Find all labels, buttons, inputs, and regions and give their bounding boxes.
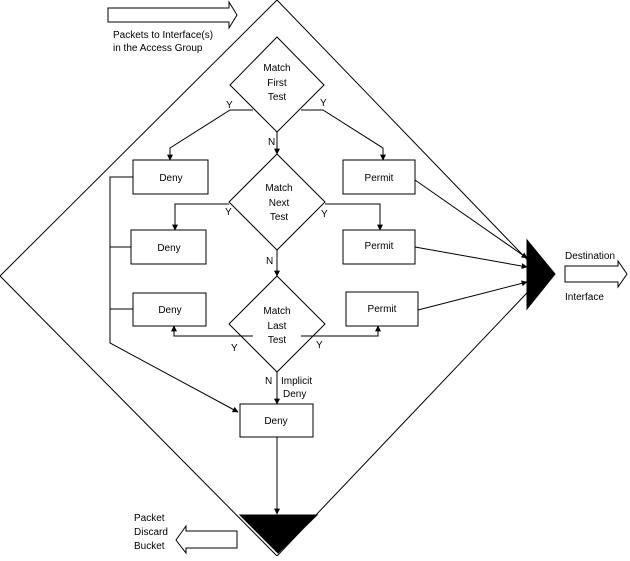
deny-final-box: [239, 403, 314, 438]
permit-box-3: [345, 291, 419, 327]
decision-last-line2: Last: [268, 321, 287, 332]
decision-next-line1: Match: [265, 183, 292, 194]
flow-permit-1-to-destination: [414, 179, 528, 259]
flow-permit-2-to-destination: [414, 246, 528, 270]
deny-box-3: [132, 292, 207, 327]
yes-label-next-left: Y: [225, 207, 232, 218]
flow-permit-3-to-destination: [417, 280, 528, 311]
decision-first-line3: Test: [268, 92, 287, 103]
permit-box-2-label: Permit: [365, 241, 394, 252]
decision-first-line1: Match: [263, 63, 290, 74]
flow-last-to-deny-3: [171, 325, 253, 337]
flow-first-to-permit-1: [301, 109, 386, 161]
permit-box-1: [342, 159, 416, 195]
implicit-deny-line2: Deny: [283, 389, 306, 400]
input-label-line1: Packets to Interface(s): [113, 30, 213, 41]
permit-box-3-label: Permit: [368, 304, 397, 315]
discard-bucket-triangle: [238, 514, 319, 554]
deny-final-label: Deny: [264, 416, 287, 427]
deny-box-2-label: Deny: [157, 243, 180, 254]
destination-block-arrow: [564, 259, 628, 289]
implicit-deny-line1: Implicit: [281, 376, 312, 387]
flow-next-to-deny-2: [172, 203, 229, 231]
destination-interface-triangle: [526, 238, 556, 311]
permit-box-1-label: Permit: [365, 173, 394, 184]
no-label-first: N: [268, 137, 275, 148]
yes-label-last-left: Y: [231, 343, 238, 354]
deny-box-2: [130, 229, 207, 265]
discard-label-line3: Bucket: [134, 541, 165, 552]
flow-first-to-deny-1: [167, 109, 253, 161]
decision-next-line3: Test: [270, 212, 289, 223]
decision-next-line2: Next: [269, 198, 290, 209]
decision-first-line2: First: [267, 78, 287, 89]
deny-box-1-label: Deny: [159, 173, 182, 184]
flow-next-to-permit-2: [325, 203, 383, 231]
yes-label-first-right: Y: [320, 98, 327, 109]
yes-label-first-left: Y: [226, 100, 233, 111]
discard-label-line1: Packet: [134, 513, 165, 524]
flow-last-to-permit-3: [301, 325, 381, 337]
discard-label-line2: Discard: [134, 527, 168, 538]
decision-last-line3: Test: [268, 335, 287, 346]
no-label-last: N: [265, 376, 272, 387]
destination-label-line1: Destination: [565, 251, 615, 262]
yes-label-next-right: Y: [321, 209, 328, 220]
deny-box-3-label: Deny: [158, 305, 181, 316]
deny-collector-line: [109, 176, 239, 413]
input-label-line2: in the Access Group: [113, 43, 203, 54]
destination-label-line2: Interface: [565, 292, 604, 303]
no-label-next: N: [266, 256, 273, 267]
decision-last-line1: Match: [263, 306, 290, 317]
yes-label-last-right: Y: [316, 340, 323, 351]
discard-block-arrow: [175, 524, 238, 555]
input-block-arrow: [107, 0, 238, 30]
